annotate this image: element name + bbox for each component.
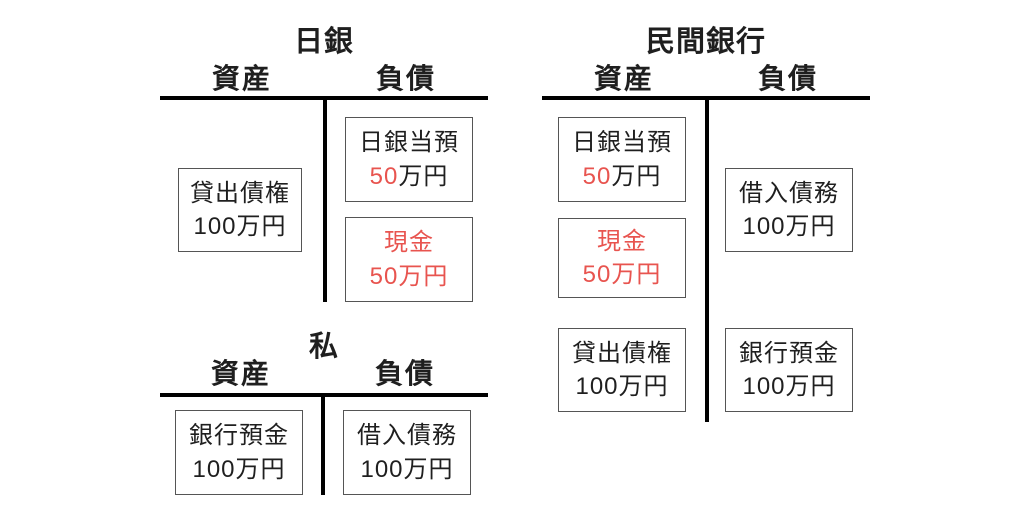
box-private-bank-lending-claim: 貸出債権 100万円 [558,328,686,412]
box-line: 100万円 [360,455,454,483]
amount-highlight: 50 [582,162,612,190]
box-line: 貸出債権 [190,179,290,207]
box-line: 貸出債権 [572,339,672,367]
box-me-borrowing-debt: 借入債務 100万円 [343,410,471,495]
box-private-bank-current-deposit: 日銀当預 50万円 [558,117,686,202]
box-private-bank-bank-deposit: 銀行預金 100万円 [725,328,853,412]
box-boj-lending-claim: 貸出債権 100万円 [178,168,302,252]
box-private-bank-cash: 現金 50万円 [558,218,686,298]
private-bank-vertical-line [705,96,709,422]
amount-unit: 万円 [398,162,449,190]
boj-liabilities-label: 負債 [375,63,436,94]
box-line: 銀行預金 [739,339,839,367]
boj-assets-label: 資産 [211,63,272,94]
box-private-bank-borrowing-debt: 借入債務 100万円 [725,168,853,252]
box-line: 銀行預金 [189,422,289,450]
private-bank-liabilities-label: 負債 [757,63,818,94]
box-boj-current-deposit: 日銀当預 50万円 [345,117,473,202]
box-line: 現金 [597,227,647,255]
box-line: 50万円 [369,262,449,290]
box-line: 100万円 [192,455,286,483]
box-line: 50万円 [583,160,662,193]
box-line: 100万円 [742,373,836,400]
box-line: 借入債務 [357,422,457,450]
box-line: 日銀当預 [572,129,672,157]
private-bank-title: 民間銀行 [645,26,766,58]
box-line: 借入債務 [739,179,839,207]
box-boj-cash: 現金 50万円 [345,217,473,302]
me-vertical-line [321,393,325,495]
me-assets-label: 資産 [210,358,271,389]
box-line: 50万円 [582,261,662,288]
box-line: 現金 [384,229,434,257]
box-me-bank-deposit: 銀行預金 100万円 [175,410,303,495]
private-bank-assets-label: 資産 [593,63,654,94]
amount-highlight: 50 [369,162,399,190]
boj-vertical-line [323,96,327,302]
box-line: 100万円 [575,373,669,400]
box-line: 100万円 [742,213,836,240]
box-line: 100万円 [193,213,287,240]
box-line: 日銀当預 [359,129,459,157]
me-liabilities-label: 負債 [374,358,435,389]
box-line: 50万円 [370,160,449,193]
boj-title: 日銀 [293,26,354,58]
amount-unit: 万円 [611,162,662,190]
me-title: 私 [308,331,339,363]
